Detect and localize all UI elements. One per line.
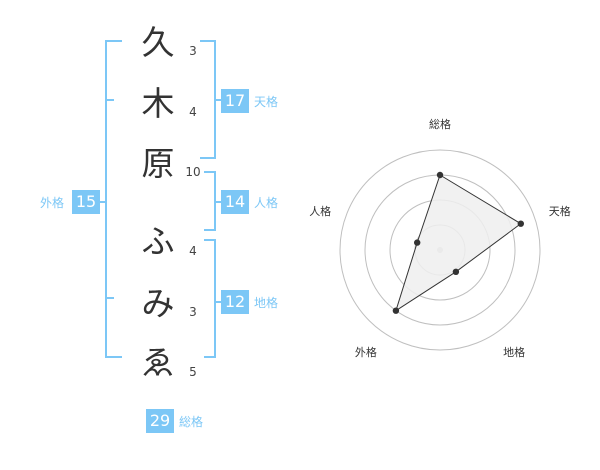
chikaku-value-badge: 12 <box>221 290 249 314</box>
radar-point-2 <box>517 220 524 227</box>
gaikaku-bracket <box>105 40 122 358</box>
gaikaku-value-badge: 15 <box>72 190 100 214</box>
name-char-2: 木 <box>141 84 175 123</box>
radar-axis-label: 天格 <box>549 204 571 218</box>
radar-axis-label: 地格 <box>503 345 525 359</box>
name-char-5: み <box>141 284 175 323</box>
name-char-1: 久 <box>141 23 175 62</box>
radar-axis-label: 外格 <box>355 345 377 359</box>
radar-point-4 <box>392 307 400 314</box>
stroke-count-1: 3 <box>189 44 197 58</box>
stroke-count-2: 4 <box>189 105 197 119</box>
stroke-count-6: 5 <box>189 365 197 379</box>
radar-series-polygon <box>395 174 522 312</box>
chikaku-label: 地格 <box>254 296 279 310</box>
soukaku-value-badge: 29 <box>146 409 174 433</box>
name-char-6: ゑ <box>141 343 175 382</box>
name-char-4: ふ <box>141 222 175 261</box>
soukaku-label: 総格 <box>179 415 204 429</box>
name-char-3: 原 <box>141 144 175 183</box>
gaikaku-label: 外格 <box>40 196 65 210</box>
radar-point-5 <box>414 239 421 246</box>
jinkaku-value-badge: 14 <box>221 190 249 214</box>
radar-axis-label: 総格 <box>429 117 451 131</box>
chikaku-bracket <box>204 239 216 358</box>
tenkaku-value-badge: 17 <box>221 89 249 113</box>
radar-axis-label: 人格 <box>309 204 331 218</box>
stroke-count-3: 10 <box>185 165 201 179</box>
radar-ring <box>339 149 541 351</box>
stroke-count-5: 3 <box>189 305 197 319</box>
stroke-count-4: 4 <box>189 244 197 258</box>
radar-point-3 <box>452 268 460 275</box>
radar-point-1 <box>436 171 444 179</box>
tenkaku-label: 天格 <box>254 95 279 109</box>
jinkaku-label: 人格 <box>254 196 279 210</box>
